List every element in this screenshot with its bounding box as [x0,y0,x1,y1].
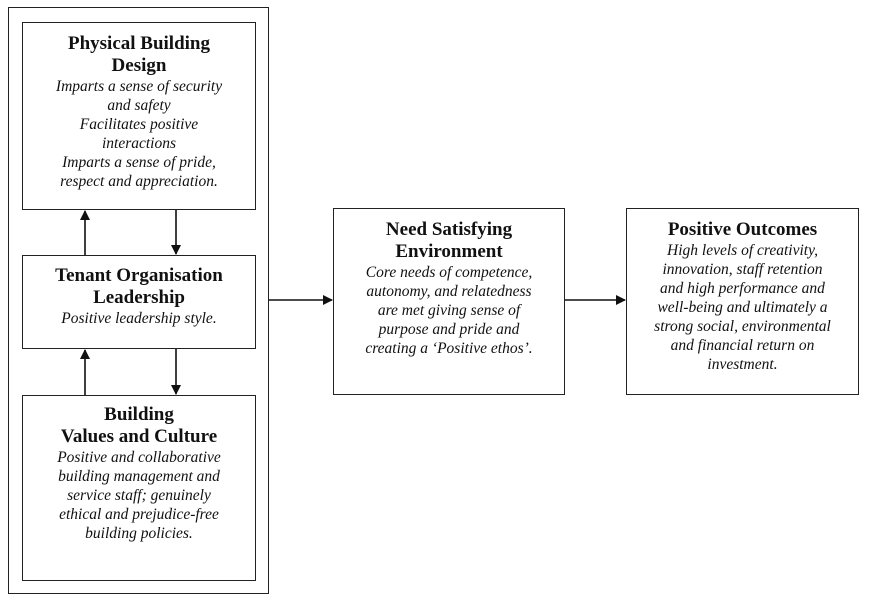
building-values-culture-box: Building Values and Culture Positive and… [22,395,256,581]
title-line: Physical Building [67,33,211,54]
need-satisfying-environment-title: Need Satisfying Environment [334,219,564,263]
body-line: interactions [101,135,177,152]
body-line: innovation, staff retention [662,261,823,278]
positive-outcomes-title: Positive Outcomes [627,219,858,241]
body-line: Imparts a sense of security [55,78,223,95]
physical-building-design-description: Imparts a sense of security and safety F… [23,77,255,191]
title-line: Need Satisfying [385,219,513,240]
need-satisfying-environment-box: Need Satisfying Environment Core needs o… [333,208,565,395]
title-line: Positive Outcomes [667,219,818,240]
building-values-culture-description: Positive and collaborative building mana… [23,448,255,543]
body-line: building policies. [85,525,193,542]
body-line: creating a ‘Positive ethos’. [365,340,533,357]
body-line: High levels of creativity, [667,242,818,259]
body-line: Imparts a sense of pride, [62,154,216,171]
left-group-frame [8,7,269,594]
physical-building-design-title: Physical Building Design [23,33,255,77]
body-line: ethical and prejudice-free [59,506,219,523]
body-line: respect and appreciation. [60,173,218,190]
body-line: building management and [58,468,220,485]
body-line: and financial return on [670,337,815,354]
body-line: strong social, environmental [654,318,831,335]
body-line: Core needs of competence, [365,264,533,281]
body-line: autonomy, and relatedness [366,283,532,300]
title-line: Environment [395,241,503,262]
tenant-organisation-leadership-title: Tenant Organisation Leadership [23,265,255,309]
physical-building-design-box: Physical Building Design Imparts a sense… [22,22,256,210]
body-line: and safety [107,97,171,114]
title-line: Design [111,55,167,76]
tenant-organisation-leadership-description: Positive leadership style. [23,309,255,328]
title-line: Values and Culture [60,426,218,447]
body-line: Positive and collaborative [57,449,221,466]
body-line: service staff; genuinely [67,487,211,504]
tenant-organisation-leadership-box: Tenant Organisation Leadership Positive … [22,255,256,349]
body-line: purpose and pride and [378,321,520,338]
body-line: are met giving sense of [377,302,521,319]
positive-outcomes-box: Positive Outcomes High levels of creativ… [626,208,859,395]
title-line: Building [104,404,174,425]
body-line: Positive leadership style. [61,310,217,327]
title-line: Tenant Organisation [55,265,223,286]
body-line: Facilitates positive [79,116,199,133]
body-line: investment. [707,356,778,373]
body-line: and high performance and [660,280,825,297]
body-line: well-being and ultimately a [657,299,828,316]
title-line: Leadership [93,287,185,308]
building-values-culture-title: Building Values and Culture [23,404,255,448]
positive-outcomes-description: High levels of creativity, innovation, s… [627,241,858,374]
need-satisfying-environment-description: Core needs of competence, autonomy, and … [334,263,564,358]
